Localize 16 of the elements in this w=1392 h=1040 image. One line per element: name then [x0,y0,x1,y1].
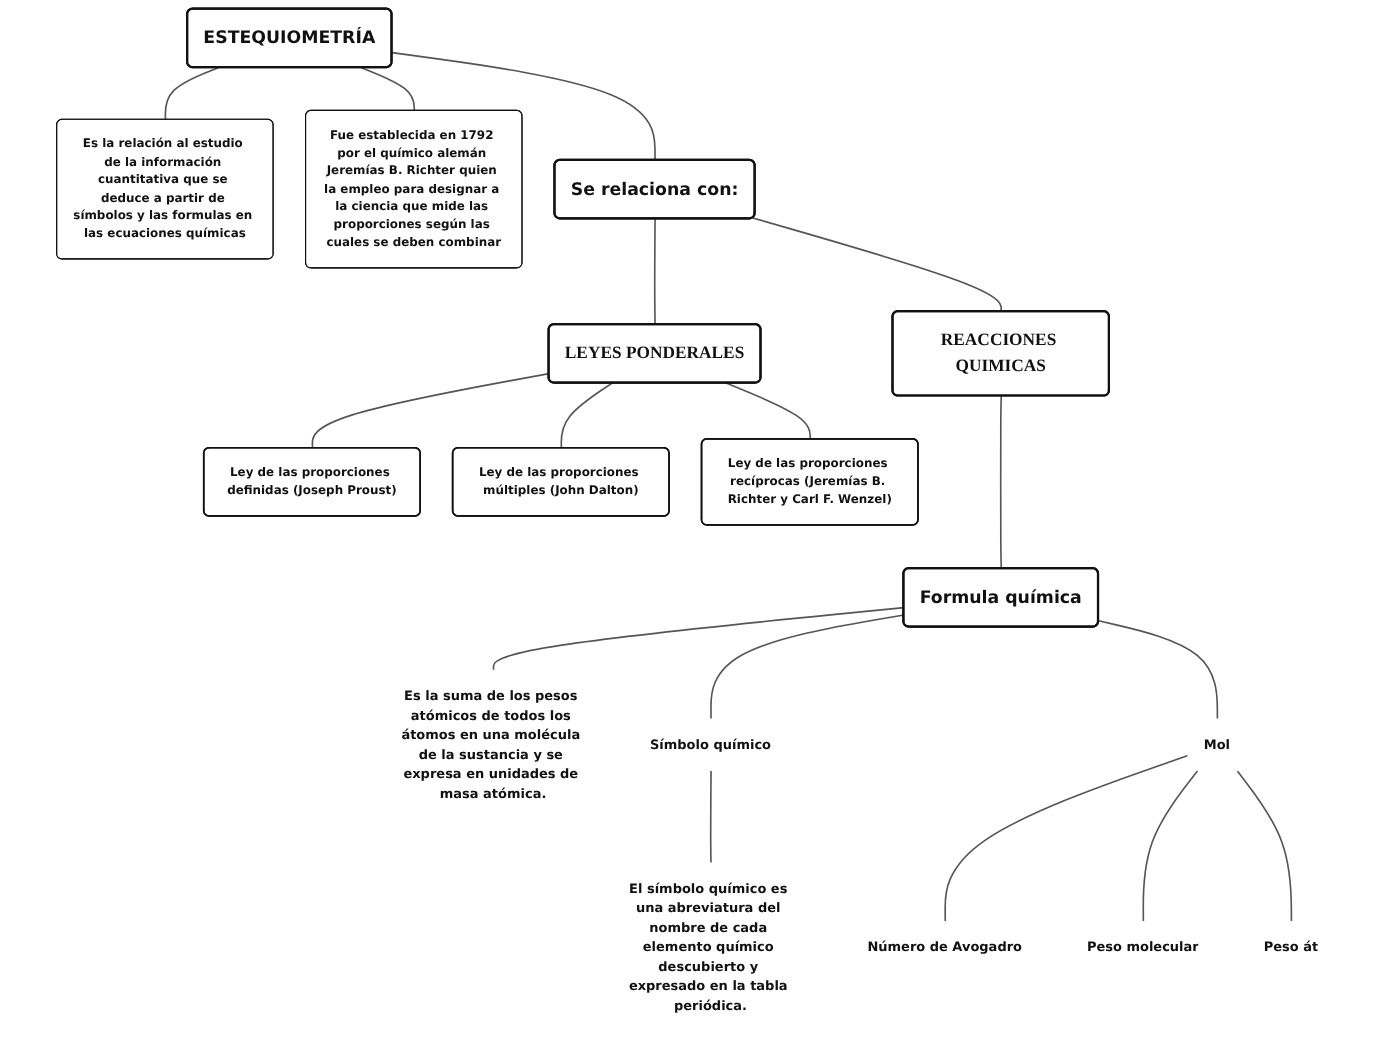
connector [725,382,812,441]
connector [361,66,416,112]
connector [391,51,657,162]
connector [944,754,1190,923]
connector [1000,395,1003,570]
connector [1098,620,1219,720]
connector [560,382,614,450]
connector [312,372,551,450]
connector [164,66,220,121]
connector [710,770,713,864]
connector [752,217,1003,313]
connector [1142,770,1199,923]
connector [1237,770,1293,923]
connector [710,614,906,720]
connector [493,606,906,672]
connector [654,218,657,326]
